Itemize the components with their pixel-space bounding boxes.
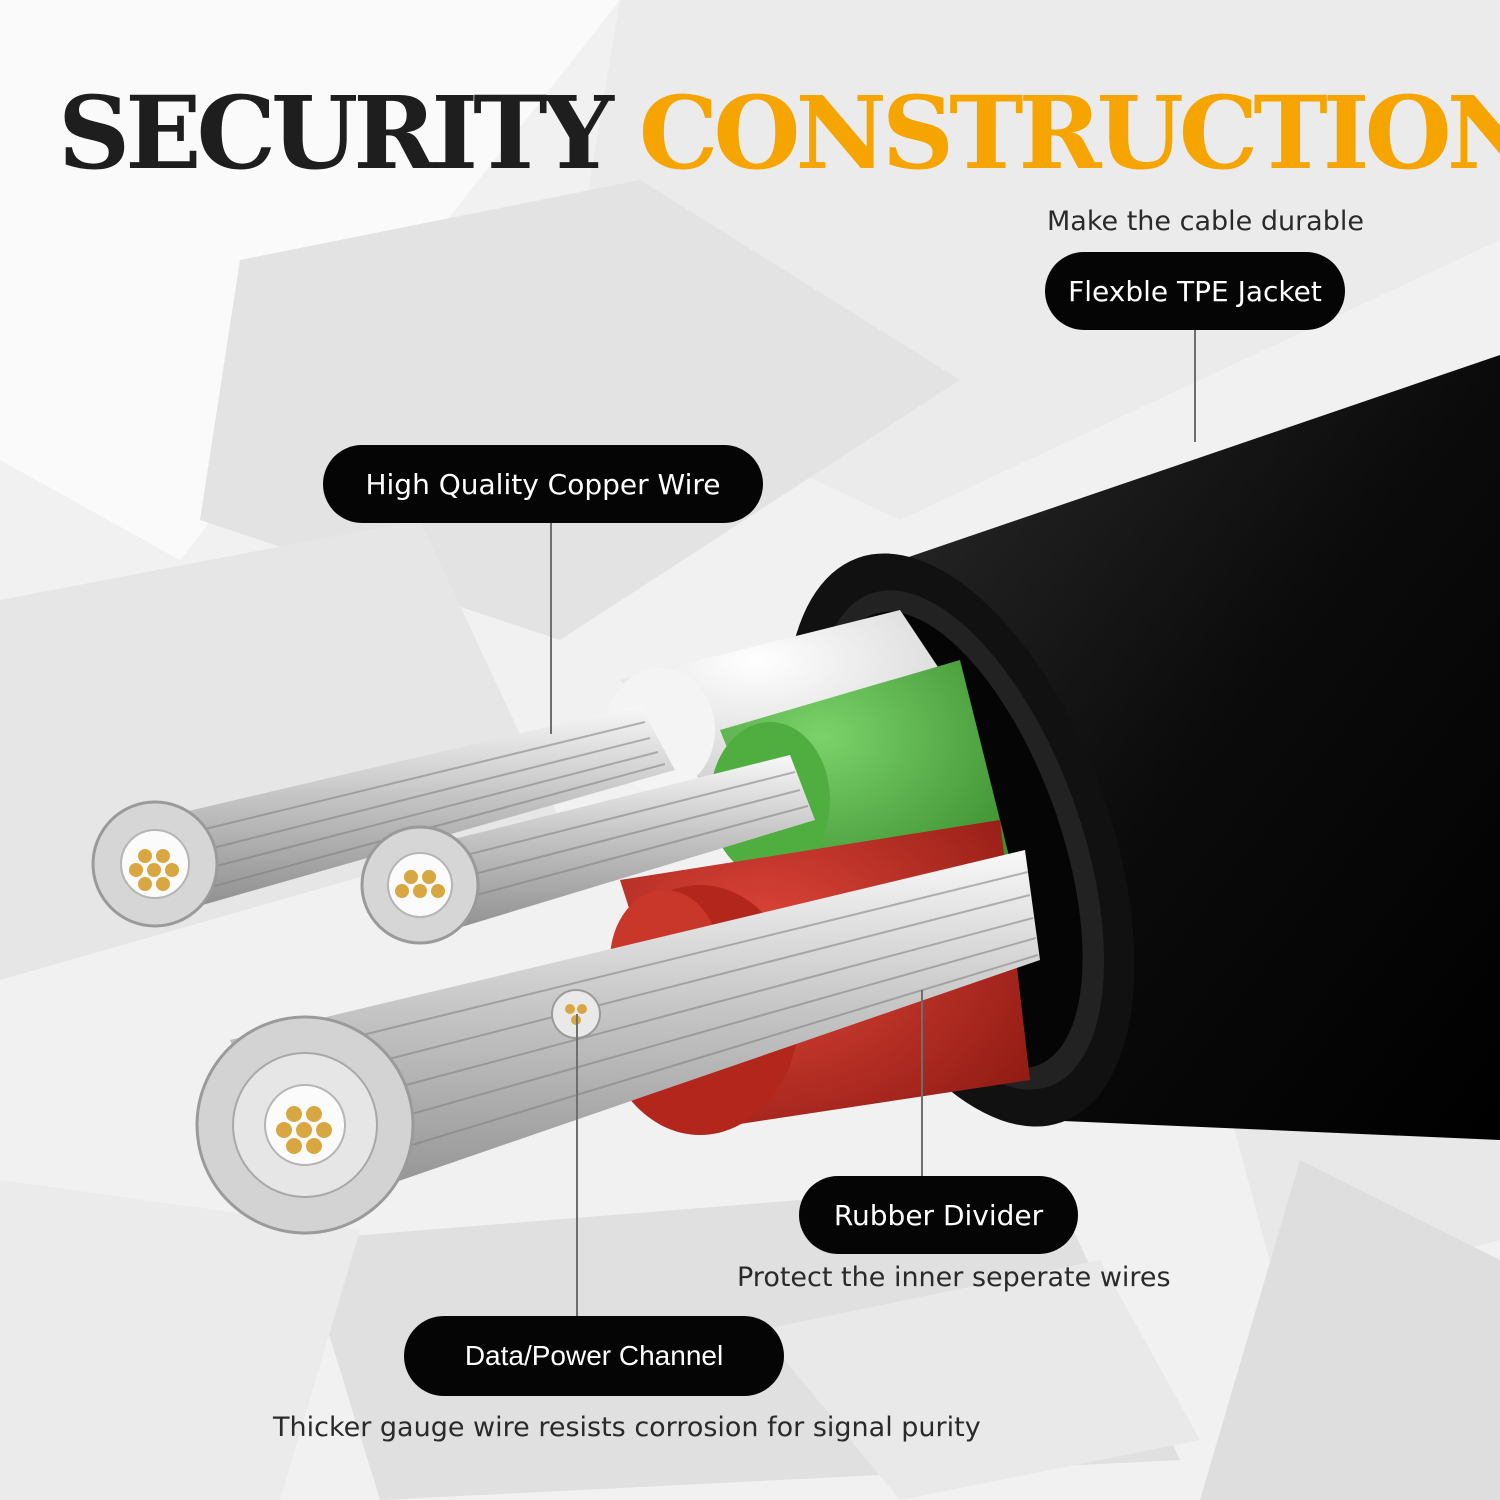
channel-label: Data/Power Channel xyxy=(404,1316,784,1396)
divider-label: Rubber Divider xyxy=(799,1176,1078,1254)
jacket-label: Flexble TPE Jacket xyxy=(1045,252,1345,330)
strand-bundle-lower xyxy=(195,850,1040,1235)
strand-bundle-middle xyxy=(360,755,815,945)
channel-leader-line xyxy=(576,1014,578,1316)
page-title: SECURITY CONSTRUCTION xyxy=(58,78,1500,188)
title-construction: CONSTRUCTION xyxy=(638,74,1500,192)
channel-caption: Thicker gauge wire resists corrosion for… xyxy=(273,1412,981,1443)
title-security: SECURITY xyxy=(58,74,614,192)
copper-label: High Quality Copper Wire xyxy=(323,445,763,523)
copper-leader-line xyxy=(550,522,552,734)
jacket-leader-line xyxy=(1194,330,1196,442)
divider-caption: Protect the inner seperate wires xyxy=(737,1262,1171,1293)
divider-leader-line xyxy=(921,990,923,1176)
jacket-caption: Make the cable durable xyxy=(1047,206,1364,237)
